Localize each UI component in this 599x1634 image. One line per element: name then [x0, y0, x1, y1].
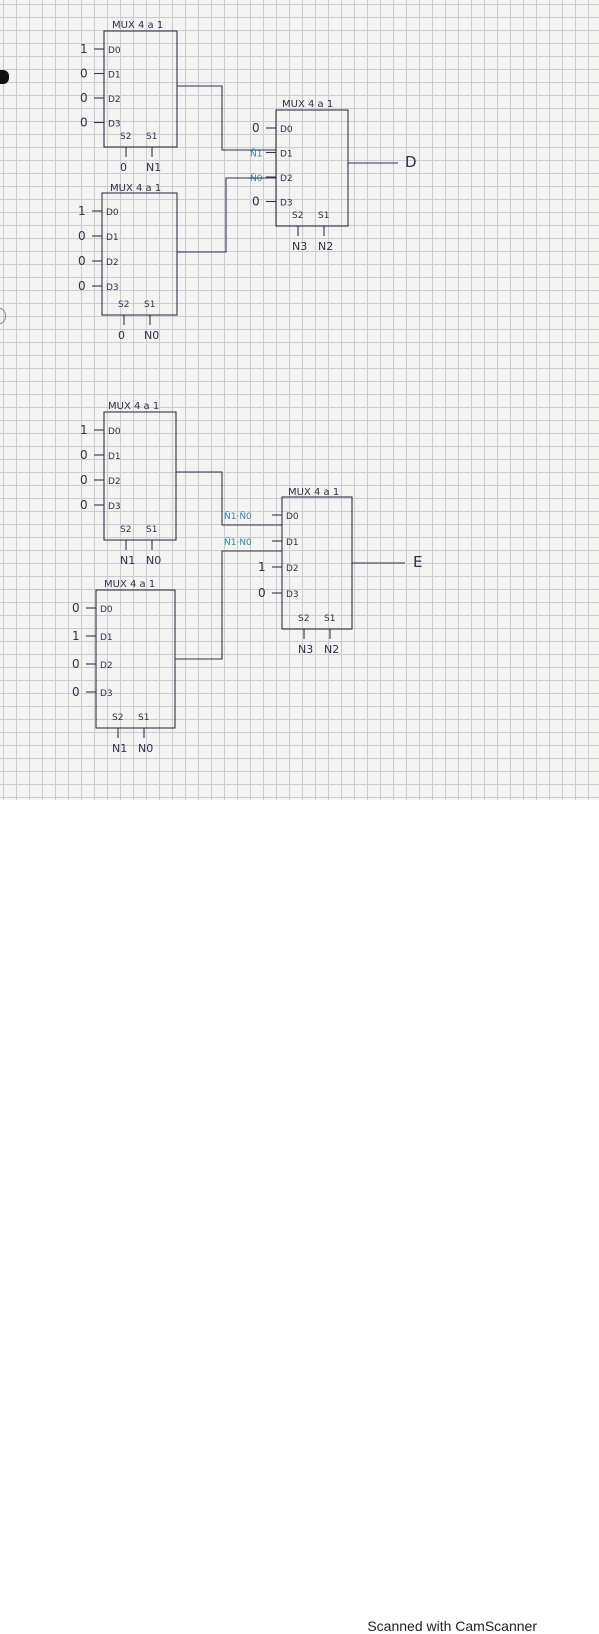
select-pin-s2: S2 — [120, 132, 131, 142]
pin-label-d0: D0 — [286, 512, 299, 522]
pin-label-d1: D1 — [108, 452, 121, 462]
pin-label-d2: D2 — [108, 95, 121, 105]
mux-title: MUX 4 a 1 — [108, 401, 159, 412]
input-value-d3: 0 — [80, 498, 88, 512]
pin-label-d0: D0 — [106, 208, 119, 218]
select-pin-s2: S2 — [298, 614, 309, 624]
input-value-d2: 0 — [78, 254, 86, 268]
select-pin-s1: S1 — [146, 132, 157, 142]
pin-label-d2: D2 — [280, 174, 293, 184]
select-signal-s2: N1 — [112, 742, 127, 755]
pin-label-d1: D1 — [106, 233, 119, 243]
pin-label-d1: D1 — [100, 633, 113, 643]
pin-label-d1: D1 — [286, 538, 299, 548]
input-value-d0: 1 — [78, 204, 86, 218]
input-value-d3: 0 — [78, 279, 86, 293]
select-signal-s2: 0 — [120, 161, 127, 174]
pin-label-d0: D0 — [280, 125, 293, 135]
pin-label-d2: D2 — [108, 477, 121, 487]
pin-label-d3: D3 — [108, 502, 121, 512]
select-signal-s2: N3 — [292, 240, 307, 253]
mux-title: MUX 4 a 1 — [288, 487, 339, 498]
input-value-d3: 0 — [252, 195, 260, 209]
mux-body — [275, 109, 349, 227]
mux-body — [101, 192, 178, 316]
mux-body — [103, 30, 178, 148]
output-label-d: D — [405, 153, 417, 171]
input-value-d2: 1 — [258, 560, 266, 574]
select-signal-s2: 0 — [118, 329, 125, 342]
select-pin-s1: S1 — [146, 525, 157, 535]
select-signal-s2: N3 — [298, 643, 313, 656]
graph-paper — [0, 0, 599, 800]
select-pin-s1: S1 — [138, 713, 149, 723]
select-signal-s1: N0 — [138, 742, 153, 755]
pin-label-d2: D2 — [106, 258, 119, 268]
wire-d-a-to-d1 — [177, 85, 276, 151]
pin-label-d1: D1 — [280, 150, 293, 160]
wire-e-b-to-d1 — [175, 550, 282, 660]
input-value-d3: 0 — [72, 685, 80, 699]
input-value-d1: 1 — [72, 629, 80, 643]
input-value-d2: 0 — [80, 473, 88, 487]
input-value-d3: 0 — [80, 116, 88, 130]
select-pin-s1: S1 — [144, 300, 155, 310]
select-pin-s2: S2 — [118, 300, 129, 310]
select-pin-s1: S1 — [324, 614, 335, 624]
select-signal-s1: N0 — [146, 554, 161, 567]
wire-e-a-to-d0 — [176, 471, 282, 526]
pin-label-d3: D3 — [108, 120, 121, 130]
input-value-d0: N̄1·N̄0 — [224, 510, 252, 522]
select-signal-s1: N1 — [146, 161, 161, 174]
input-value-d0: 1 — [80, 42, 88, 56]
scan-label: Scanned with CamScanner — [367, 1618, 537, 1634]
select-signal-s1: N0 — [144, 329, 159, 342]
input-value-d1: N̄1·N0 — [224, 536, 252, 548]
pin-label-d1: D1 — [108, 71, 121, 81]
input-value-d0: 0 — [252, 121, 260, 135]
select-signal-s2: N1 — [120, 554, 135, 567]
mux-title: MUX 4 a 1 — [104, 579, 155, 590]
output-label-e: E — [413, 553, 422, 571]
pin-label-d2: D2 — [286, 564, 299, 574]
input-value-d2: 0 — [80, 91, 88, 105]
pin-label-d3: D3 — [106, 283, 119, 293]
select-pin-s2: S2 — [112, 713, 123, 723]
select-pin-s2: S2 — [120, 525, 131, 535]
select-pin-s1: S1 — [318, 211, 329, 221]
pin-label-d0: D0 — [108, 46, 121, 56]
mux-title: MUX 4 a 1 — [112, 20, 163, 31]
footer: Scanned with CamScanner — [0, 800, 599, 1634]
input-value-d1: N̄1 — [250, 148, 262, 160]
select-signal-s1: N2 — [318, 240, 333, 253]
wires — [175, 85, 405, 660]
pin-label-d0: D0 — [100, 605, 113, 615]
input-value-d1: 0 — [80, 448, 88, 462]
input-value-d3: 0 — [258, 586, 266, 600]
input-value-d1: 0 — [80, 67, 88, 81]
pin-label-d0: D0 — [108, 427, 121, 437]
select-signal-s1: N2 — [324, 643, 339, 656]
select-pin-s2: S2 — [292, 211, 303, 221]
mux-title: MUX 4 a 1 — [282, 99, 333, 110]
pin-label-d2: D2 — [100, 661, 113, 671]
input-value-d2: 0 — [72, 657, 80, 671]
wire-d-b-to-d2 — [177, 177, 276, 253]
pin-label-d3: D3 — [100, 689, 113, 699]
binder-mark — [0, 70, 9, 84]
pin-label-d3: D3 — [286, 590, 299, 600]
pin-label-d3: D3 — [280, 199, 293, 209]
mux-title: MUX 4 a 1 — [110, 183, 161, 194]
input-value-d0: 0 — [72, 601, 80, 615]
input-value-d0: 1 — [80, 423, 88, 437]
input-value-d1: 0 — [78, 229, 86, 243]
mux-body — [103, 411, 177, 541]
